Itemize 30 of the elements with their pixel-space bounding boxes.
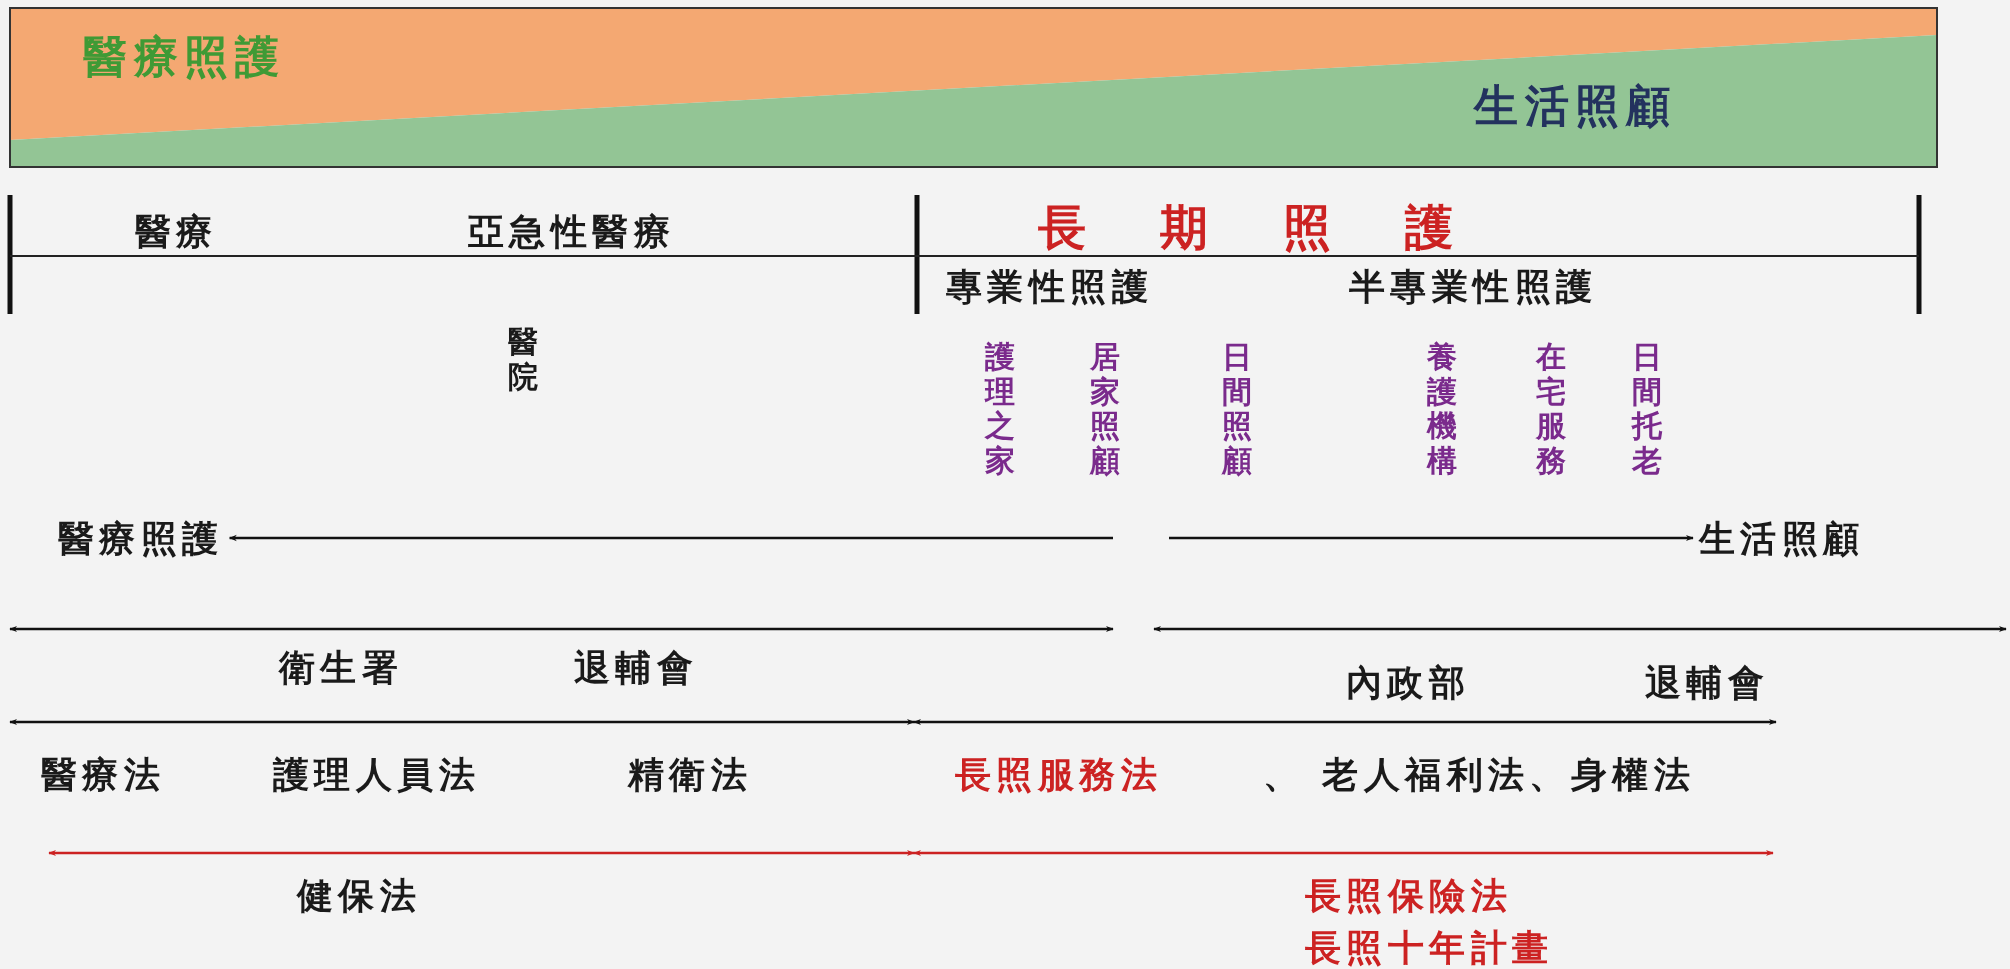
- facility-label: 在宅服務: [1536, 340, 1566, 478]
- law-label: 醫療法: [41, 756, 166, 792]
- facility-label: 護理之家: [985, 340, 1015, 478]
- section-heading: 長 期 照 護: [1038, 203, 1453, 251]
- agency-label: 內政部: [1346, 664, 1471, 700]
- facility-label: 養護機構: [1427, 340, 1457, 478]
- column-heading: 亞急性醫療: [468, 213, 675, 249]
- agency-label: 衛生署: [279, 649, 404, 685]
- category-label: 生活照顧: [1699, 520, 1865, 556]
- law-label: 、 老人福利法、身權法: [1263, 756, 1695, 792]
- law-label: 長照服務法: [955, 756, 1162, 792]
- facility-label: 醫院: [508, 325, 538, 394]
- law-label: 護理人員法: [273, 756, 480, 792]
- plan-label: 長照十年計畫: [1305, 929, 1554, 965]
- law-label: 健保法: [297, 877, 422, 913]
- facility-label: 日間照顧: [1222, 340, 1252, 478]
- law-label: 長照保險法: [1305, 877, 1512, 913]
- law-label: 精衛法: [628, 756, 753, 792]
- subheading: 專業性照護: [946, 268, 1153, 304]
- band-label: 醫療照護: [83, 35, 286, 79]
- column-heading: 醫療: [135, 213, 218, 249]
- agency-label: 退輔會: [1645, 664, 1770, 700]
- band-label: 生活照顧: [1474, 84, 1677, 128]
- facility-label: 日間托老: [1632, 340, 1662, 478]
- agency-label: 退輔會: [574, 649, 699, 685]
- facility-label: 居家照顧: [1090, 340, 1120, 478]
- subheading: 半專業性照護: [1349, 268, 1598, 304]
- arrow: [228, 534, 1113, 542]
- arrow: [1169, 534, 1694, 542]
- category-label: 醫療照護: [58, 520, 224, 556]
